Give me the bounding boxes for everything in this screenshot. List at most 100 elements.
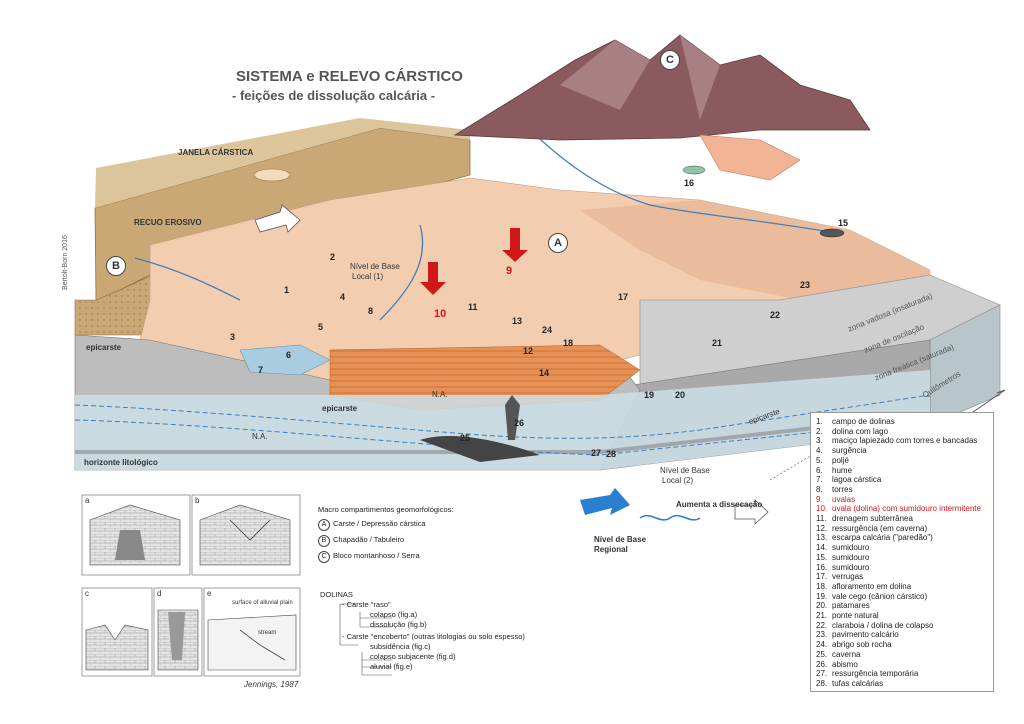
feature-23: 23 [800, 280, 811, 290]
legend-item: 19.vale cego (cânion cárstico) [816, 592, 993, 602]
feature-7: 7 [258, 365, 264, 375]
legend-item-number: 8. [816, 484, 823, 494]
feature-10: 10 [434, 308, 447, 320]
feature-14: 14 [539, 368, 550, 378]
legend-item-number: 6. [816, 465, 823, 475]
legend-pointer [769, 454, 813, 481]
feature-18: 18 [563, 338, 574, 348]
mountain-range [453, 34, 871, 141]
legend-item-number: 23. [816, 630, 828, 640]
dolinas-raso-2: dissolução (fig.b) [370, 620, 427, 629]
legend-item-number: 10. [816, 504, 828, 514]
page-title: SISTEMA e RELEVO CÁRSTICO [236, 68, 463, 85]
feature-28: 28 [606, 449, 617, 459]
legend-item-text: surgência [832, 446, 867, 456]
label-epicarste-2: epicarste [322, 404, 358, 413]
legend-item-text: poljé [832, 455, 849, 465]
fig-e-stream: stream [258, 630, 277, 636]
label-nivel-base-local-2a: Nível de Base [660, 466, 710, 475]
legend-item-number: 13. [816, 533, 828, 543]
legend-item-text: abrigo sob rocha [832, 640, 892, 650]
dissection-arrow [734, 499, 769, 525]
legend-item: 14.sumidouro [816, 543, 993, 553]
legend-item: 8.torres [816, 485, 993, 495]
macro-label-a: Carste / Depressão cárstica [333, 519, 426, 528]
legend-item: 9.uvalas [816, 495, 993, 505]
macro-letter-c: C [318, 551, 330, 563]
feature-4: 4 [340, 292, 346, 302]
legend-item-text: sumidouro [832, 552, 870, 562]
legend-item-number: 1. [816, 417, 823, 426]
macro-circle-c: C [660, 50, 680, 70]
fig-letter-b: b [195, 496, 200, 505]
lake [239, 344, 331, 376]
wavy-arrow [639, 514, 701, 521]
fig-letter-a: a [85, 496, 90, 505]
legend-item: 22.claraboia / dolina de colapso [816, 621, 993, 631]
legend-item-text: verrugas [832, 572, 864, 582]
legend-item: 6.hume [816, 466, 993, 476]
feature-11: 11 [468, 302, 478, 312]
legend-item-number: 16. [816, 562, 828, 572]
legend-item-number: 25. [816, 649, 828, 659]
dolinas-classification: DOLINAS - Carste "raso" colapso (fig.a) … [320, 590, 525, 672]
legend-item-text: maciço lapiezado com torres e bancadas [832, 436, 978, 446]
legend-item: 7.lagoa cárstica [816, 475, 993, 485]
macro-circle-a: A [548, 233, 568, 253]
dolinas-encoberto-2: colapso subjacente (fig.d) [370, 652, 456, 661]
feature-19: 19 [644, 390, 655, 400]
label-nivel-base-local-1a: Nível de Base [350, 262, 400, 271]
legend-item-number: 12. [816, 523, 828, 533]
legend-item-text: afloramento em dolina [832, 581, 912, 591]
legend-item-text: campo de dolinas [832, 417, 895, 426]
legend-item-text: claraboia / dolina de colapso [832, 620, 934, 630]
legend-item-text: lagoa cárstica [832, 475, 882, 485]
feature-5: 5 [318, 322, 324, 332]
fig-letter-c: c [85, 589, 89, 598]
legend-item: 15.sumidouro [816, 553, 993, 563]
feature-16: 16 [684, 178, 695, 188]
label-na-2: N.A. [252, 432, 268, 441]
legend-item-number: 20. [816, 601, 828, 611]
legend-item-text: vale cego (cânion cárstico) [832, 591, 928, 601]
feature-1: 1 [284, 285, 290, 295]
water-table [75, 370, 930, 470]
legend-item-number: 2. [816, 426, 823, 436]
feature-8: 8 [368, 306, 374, 316]
legend-item-text: ressurgência (em caverna) [832, 523, 928, 533]
regional-base-arrow [580, 488, 630, 515]
feature-13: 13 [512, 316, 523, 326]
legend-item: 12. ressurgência (em caverna) [816, 524, 993, 534]
legend-item-number: 17. [816, 572, 828, 582]
feature-6: 6 [286, 350, 292, 360]
legend-item: 2.dolina com lago [816, 427, 993, 437]
feature-3: 3 [230, 332, 236, 342]
feature-15: 15 [838, 218, 849, 228]
legend-item-number: 14. [816, 543, 828, 553]
feature-26: 26 [514, 418, 525, 428]
red-arrow-9 [502, 228, 528, 262]
plateau-light-band [95, 118, 470, 208]
erosion-arrow [254, 204, 301, 233]
label-horizonte: horizonte litológico [84, 458, 158, 467]
mountain-fan [699, 134, 801, 181]
fig-e-alluvial: surface of alluvial plain [232, 600, 293, 606]
red-arrow-10 [420, 262, 446, 295]
figures-credit: Jennings, 1987 [244, 680, 299, 689]
label-janela: JANELA CÁRSTICA [178, 148, 254, 157]
legend-item-number: 5. [816, 455, 823, 465]
macro-label-c: Bloco montanhoso / Serra [333, 551, 420, 560]
legend-item: 11.drenagem subterrânea [816, 514, 993, 524]
label-nivel-base-local-1b: Local (1) [352, 272, 384, 281]
feature-25: 25 [460, 433, 471, 443]
legend-item: 4.surgência [816, 446, 993, 456]
legend-item: 3.maciço lapiezado com torres e bancadas [816, 436, 993, 446]
dashed-water-line [74, 394, 931, 439]
legend-item-number: 24. [816, 640, 828, 650]
feature-20: 20 [675, 390, 686, 400]
